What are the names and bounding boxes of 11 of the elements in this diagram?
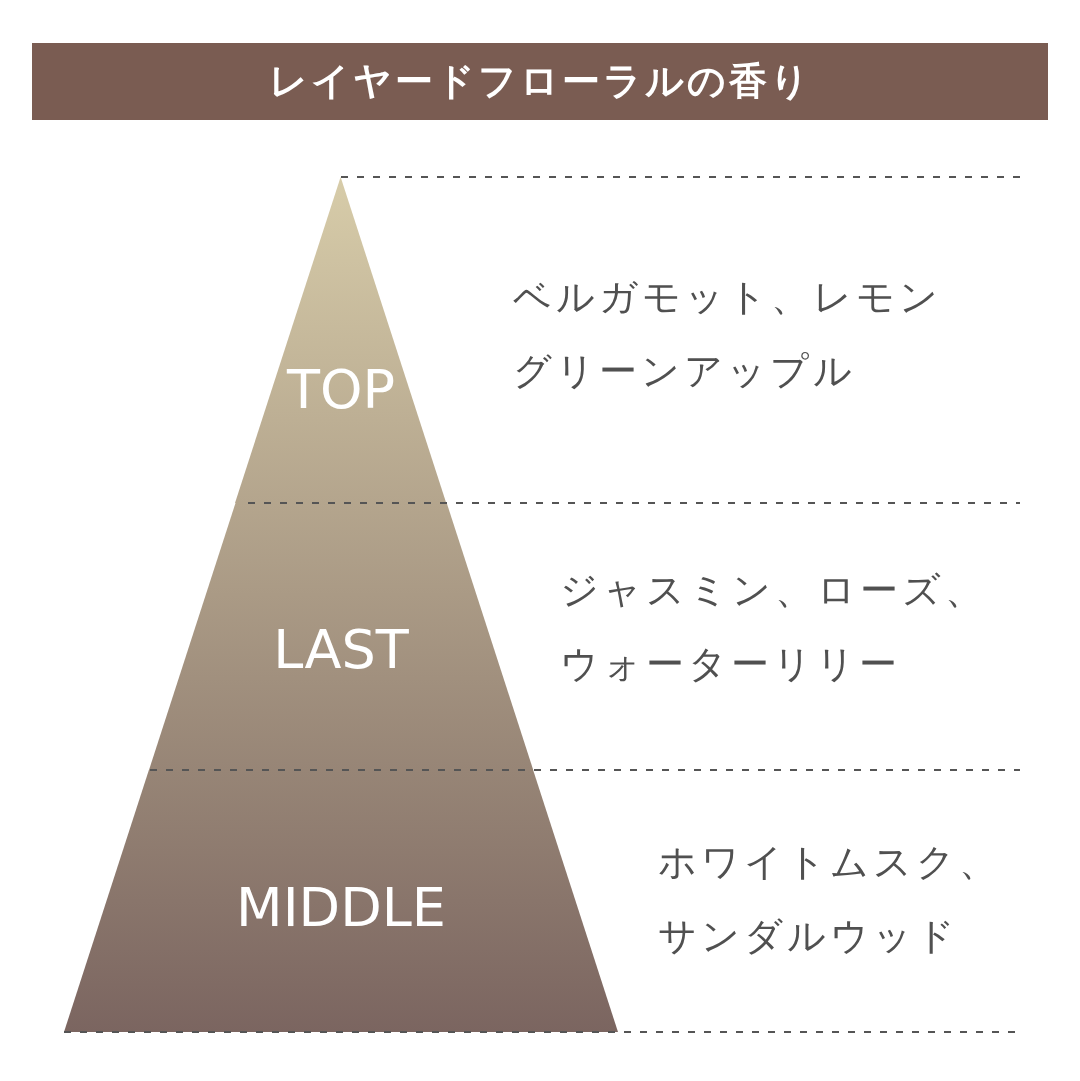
pyramid-band [148, 503, 534, 770]
note-text: ジャスミン、ローズ、ウォーターリリー [560, 567, 988, 688]
note-text: グリーンアップル [513, 348, 857, 395]
note-text: ホワイトムスク、サンダルウッド [658, 839, 1002, 960]
band-label: MIDDLE [235, 878, 447, 938]
title-bar: レイヤードフローラルの香り [32, 43, 1048, 120]
band-label: TOP [285, 360, 396, 420]
pyramid-band [64, 770, 618, 1032]
note-text: ベルガモット、レモン [513, 274, 943, 321]
band-label: LAST [272, 620, 410, 680]
pyramid-band [235, 177, 447, 503]
